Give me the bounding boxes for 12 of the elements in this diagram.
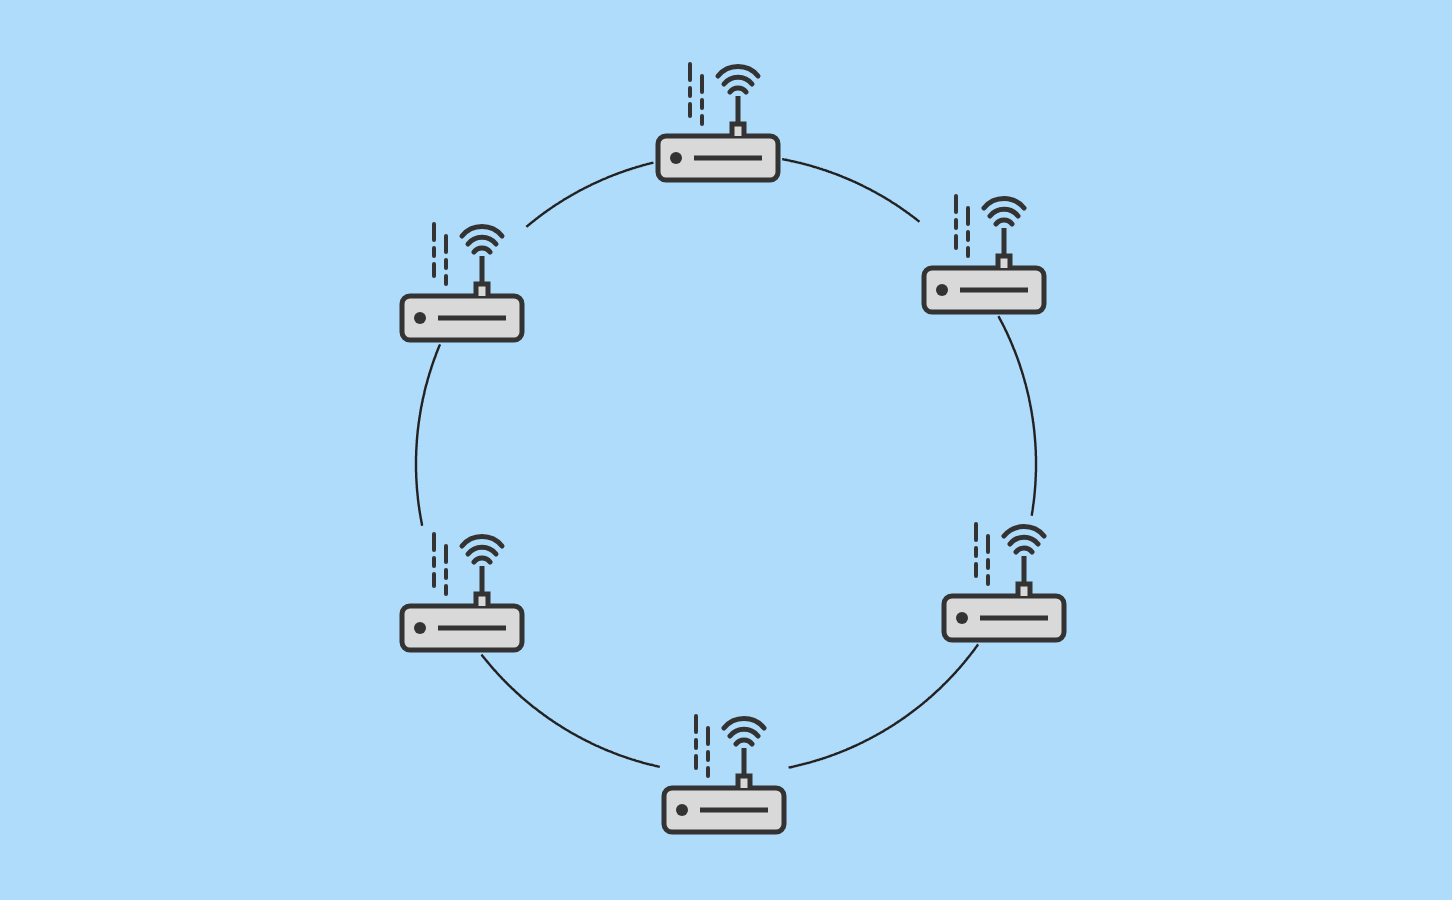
connection-line <box>480 653 661 768</box>
router-icon <box>654 56 782 184</box>
connection-line <box>788 643 980 769</box>
router-icon <box>920 188 1048 316</box>
router-icon <box>398 216 526 344</box>
connection-line <box>414 343 442 527</box>
connection-line <box>525 161 654 228</box>
router-icon <box>398 526 526 654</box>
connection-line <box>997 315 1038 517</box>
router-icon <box>660 708 788 836</box>
connection-line <box>781 158 921 223</box>
router-icon <box>940 516 1068 644</box>
